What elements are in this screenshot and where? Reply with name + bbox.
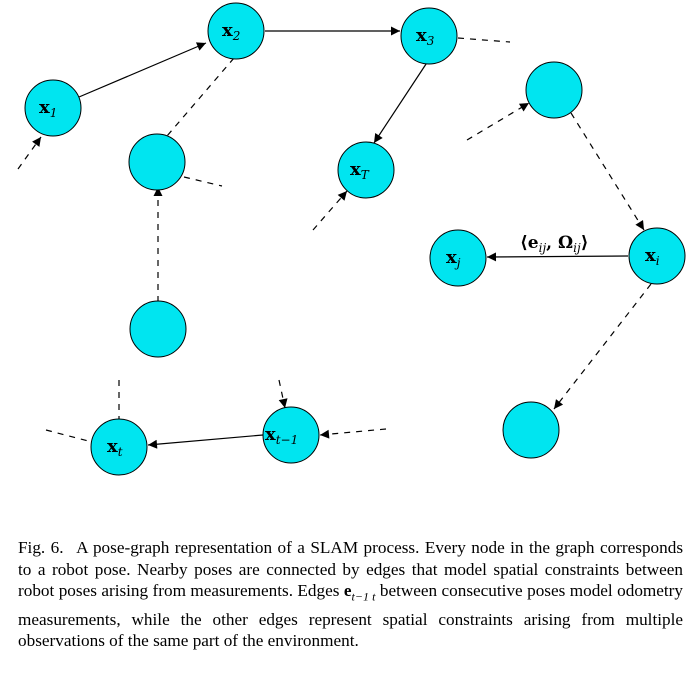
caption-math-edge: et−1 t [343, 581, 376, 604]
node-xt[interactable] [90, 418, 148, 476]
edge-out-a-right [183, 176, 223, 187]
edge-x2-loop [166, 57, 235, 137]
caption-text-before: A pose-graph representation of a SLAM pr… [18, 538, 684, 601]
edge-xi-to-d [553, 283, 652, 410]
node-xj[interactable] [429, 229, 487, 287]
edge-in-xt1-right [319, 428, 387, 439]
edge-in-b [466, 102, 530, 141]
caption-text-after: between consecutive poses model odometry… [18, 581, 683, 651]
label-xt1: xt−1 [265, 424, 298, 447]
edge-in-xt-left [45, 429, 93, 443]
edge-xi-xj [486, 252, 629, 262]
pose-graph-diagram: x1 x2 x3 xT xi xj xt−1 xt ⟨eij, Ωij⟩ [17, 2, 686, 476]
node-unlabeled-a[interactable] [128, 133, 186, 191]
node-unlabeled-c[interactable] [129, 300, 187, 358]
node-x3[interactable] [400, 7, 458, 65]
edge-in-x1 [17, 136, 42, 170]
edge-in-xT [312, 190, 348, 231]
node-unlabeled-b[interactable] [525, 61, 583, 119]
node-x1[interactable] [24, 79, 82, 137]
figure-caption: Fig. 6. A pose-graph representation of a… [18, 537, 683, 652]
label-xj: xj [446, 247, 461, 270]
node-unlabeled-d[interactable] [502, 401, 560, 459]
edge-out-x3 [457, 37, 511, 43]
edge-xt1-xt [147, 434, 264, 449]
edge-x1-x2 [78, 42, 207, 98]
label-x2: x2 [222, 20, 240, 43]
node-xi[interactable] [628, 227, 686, 285]
edge-x3-xT [373, 57, 431, 144]
edge-in-xt1-top [278, 379, 288, 409]
label-xt: xt [107, 436, 123, 459]
label-x1: x1 [39, 97, 57, 120]
figure-label: Fig. 6. [18, 538, 64, 557]
edge-label-eij-omega: ⟨eij, Ωij⟩ [520, 233, 589, 255]
node-xT[interactable] [337, 141, 395, 199]
label-x3: x3 [416, 25, 435, 48]
label-xi: xi [645, 245, 660, 268]
node-x2[interactable] [207, 2, 265, 60]
label-xT: xT [350, 159, 370, 182]
edge-b-to-xi [570, 112, 645, 231]
node-xt1[interactable] [262, 406, 320, 464]
